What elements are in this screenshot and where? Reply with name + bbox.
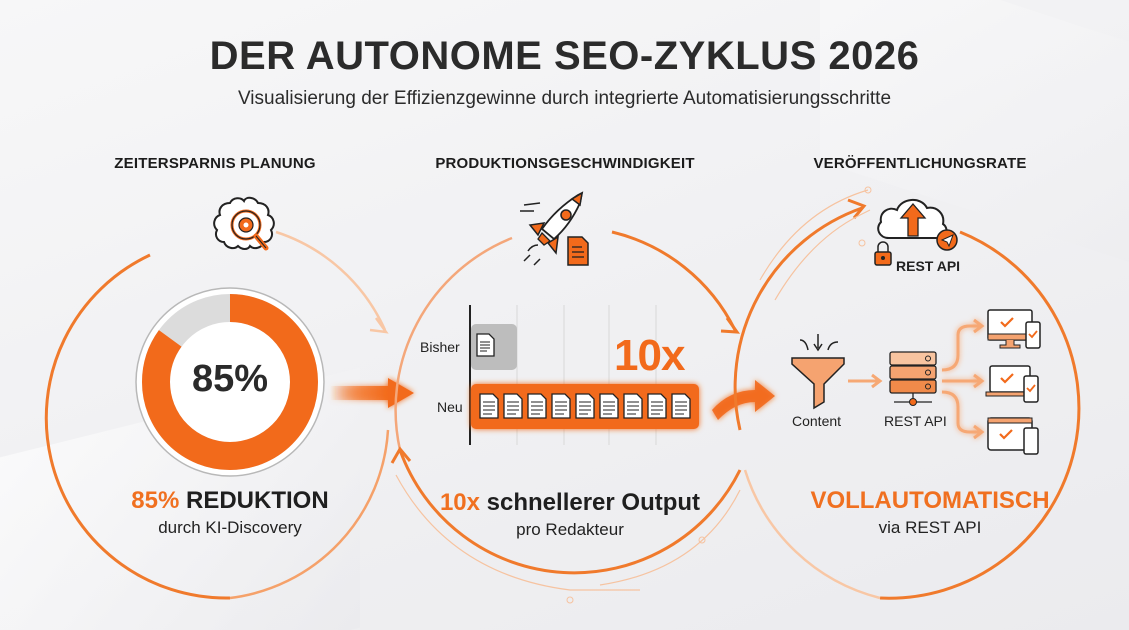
stat-production-accent: 10x: [439, 489, 480, 516]
stat-production-main: schnellerer Output: [480, 489, 701, 516]
cloud-rest-api-label: REST API: [896, 258, 961, 274]
stat-publishing-main: VOLLAUTOMATISCH: [810, 487, 1050, 514]
section-heading-publishing: VERÖFFENTLICHUNGSRATE: [813, 155, 1027, 172]
donut-chart-85: [135, 287, 325, 477]
cycle-circle-planning: [44, 230, 390, 600]
flow-arrow-content-to-api: [848, 373, 883, 389]
stat-planning-sub: durch KI-Discovery: [158, 518, 302, 537]
cycle-circle-production: [390, 230, 742, 604]
section-heading-planning: ZEITERSPARNIS PLANUNG: [114, 155, 316, 172]
laptop-phone-icon: [985, 365, 1039, 403]
bar-label-neu: Neu: [437, 399, 463, 415]
stat-planning-accent: 85%: [131, 487, 180, 514]
flow-label-content: Content: [792, 413, 842, 429]
stat-planning-main: REDUKTION: [179, 487, 329, 514]
stat-publishing-sub: via REST API: [878, 518, 982, 537]
multiplier-label: 10x: [614, 331, 685, 380]
page-subtitle: Visualisierung der Effizienzgewinne durc…: [237, 88, 892, 109]
cloud-upload-lock-icon: [874, 199, 958, 266]
desktop-phone-icon: [987, 309, 1041, 349]
section-heading-production: PRODUKTIONSGESCHWINDIGKEIT: [435, 155, 695, 172]
server-icon: [889, 351, 937, 406]
page-title: DER AUTONOME SEO-ZYKLUS 2026: [209, 34, 920, 78]
flow-label-rest-api: REST API: [884, 413, 947, 429]
distribution-arrows: [941, 318, 985, 440]
arrow-production-to-publishing: [712, 380, 775, 420]
cycle-circle-publishing: [733, 186, 1081, 600]
document-icon: [476, 333, 495, 357]
brain-gear-magnifier-icon: [213, 196, 275, 251]
bar-label-bisher: Bisher: [420, 339, 460, 355]
document-icons-neu: [479, 393, 691, 419]
tablet-phone-icon: [987, 417, 1039, 455]
rocket-document-icon: [520, 191, 589, 266]
funnel-icon: [791, 334, 845, 410]
donut-center-value: 85%: [191, 358, 269, 400]
arrow-planning-to-production: [330, 378, 414, 408]
stat-publishing: VOLLAUTOMATISCH: [770, 487, 1090, 515]
stat-production: 10x schnellerer Output: [415, 489, 725, 517]
stat-production-sub: pro Redakteur: [516, 520, 624, 539]
stat-planning: 85% REDUKTION: [90, 487, 370, 515]
